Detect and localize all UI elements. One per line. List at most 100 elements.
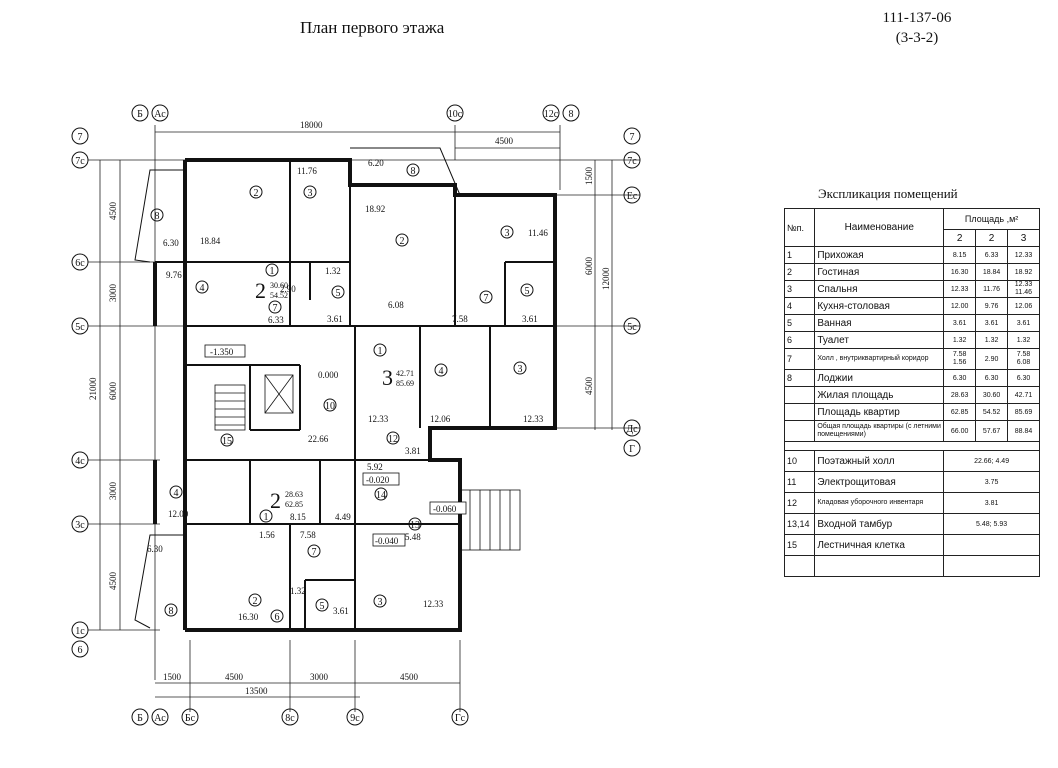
row-name: Поэтажный холл bbox=[814, 450, 945, 472]
row-value: 30.60 bbox=[975, 386, 1009, 404]
row-no: 7 bbox=[783, 348, 816, 370]
area-label: 4.49 bbox=[335, 512, 351, 522]
row-value: 3.61 bbox=[943, 314, 977, 332]
dim-bottom-2: 3000 bbox=[310, 672, 329, 682]
apartment-labels: 2 30.60 54.52 3 42.71 85.69 2 28.63 62.8… bbox=[255, 278, 414, 513]
row-value: 18.84 bbox=[975, 263, 1009, 281]
area-label: 3.81 bbox=[405, 446, 421, 456]
area-label: 12.33 bbox=[423, 599, 444, 609]
axis-bottom-2: Бс bbox=[185, 713, 196, 724]
axis-bottom-5: Гс bbox=[455, 713, 466, 724]
axis-left-1: 7с bbox=[75, 156, 85, 167]
room-number-markers: 2 3 8 2 3 8 4 1 7 5 7 5 1 4 3 10 15 12 4… bbox=[150, 163, 534, 623]
row-value: 88.84 bbox=[1007, 420, 1040, 442]
row-value: 6.33 bbox=[975, 246, 1009, 264]
axis-bottom-0: Б bbox=[137, 713, 143, 724]
row-name: Спальня bbox=[814, 280, 945, 298]
row-name: Ванная bbox=[814, 314, 945, 332]
room-area-labels: 6.30 18.84 11.76 6.20 18.92 11.46 9.76 2… bbox=[147, 158, 548, 622]
room-number: 10 bbox=[325, 401, 335, 412]
row-value: 5.48; 5.93 bbox=[943, 513, 1040, 535]
row-value: 11.76 bbox=[975, 280, 1009, 298]
row-no bbox=[783, 420, 816, 442]
table-header-no: №п. bbox=[783, 208, 816, 247]
area-label: 6.30 bbox=[163, 238, 179, 248]
exterior-walls bbox=[153, 158, 557, 632]
dim-right-2: 4500 bbox=[584, 377, 594, 396]
row-no: 1 bbox=[783, 246, 816, 264]
page-title: План первого этажа bbox=[300, 18, 445, 37]
axis-top-4: 8 bbox=[569, 109, 574, 120]
row-value: 2.90 bbox=[975, 348, 1009, 370]
row-value: 57.67 bbox=[975, 420, 1009, 442]
axis-top-1: Ас bbox=[154, 109, 166, 120]
row-name: Холл , внутриквартирный коридор bbox=[814, 348, 945, 370]
table-header-col: 2 bbox=[943, 229, 977, 247]
room-number: 6 bbox=[275, 612, 280, 623]
row-value: 3.81 bbox=[943, 492, 1040, 514]
axis-bottom-1: Ас bbox=[154, 713, 166, 724]
row-name: Входной тамбур bbox=[814, 513, 945, 535]
dim-left-1: 3000 bbox=[108, 284, 118, 303]
row-name: Туалет bbox=[814, 331, 945, 349]
document-code: 111-137-06 (3-3-2) bbox=[872, 8, 962, 48]
row-value: 6.30 bbox=[975, 369, 1009, 387]
dim-bottom-total: 13500 bbox=[245, 686, 268, 696]
room-number: 14 bbox=[376, 490, 386, 501]
table-header-name: Наименование bbox=[814, 208, 945, 247]
room-number: 1 bbox=[270, 266, 275, 277]
axis-left-0: 7 bbox=[78, 132, 83, 143]
row-name: Площадь квартир bbox=[814, 403, 945, 421]
area-label: 11.46 bbox=[528, 228, 548, 238]
area-label: 16.30 bbox=[238, 612, 259, 622]
row-value: 3.75 bbox=[943, 471, 1040, 493]
table-header-col: 2 bbox=[975, 229, 1009, 247]
room-number: 8 bbox=[169, 606, 174, 617]
row-value: 3.61 bbox=[1007, 314, 1040, 332]
row-value: 42.71 bbox=[1007, 386, 1040, 404]
axis-left-4: 4с bbox=[75, 456, 85, 467]
dim-bottom-0: 1500 bbox=[163, 672, 182, 682]
row-no: 4 bbox=[783, 297, 816, 315]
axis-markers: Б Ас 10с 12с 8 Б Ас Бс 8с 9с Гс 7 7с 6с … bbox=[71, 104, 641, 726]
row-name: Гостиная bbox=[814, 263, 945, 281]
area-label: 1.56 bbox=[259, 530, 275, 540]
axis-top-2: 10с bbox=[448, 109, 463, 120]
row-value: 12.33 bbox=[943, 280, 977, 298]
row-name: Лоджии bbox=[814, 369, 945, 387]
axis-left-3: 5с bbox=[75, 322, 85, 333]
row-value: 54.52 bbox=[975, 403, 1009, 421]
axis-left-2: 6с bbox=[75, 258, 85, 269]
dim-bottom-3: 4500 bbox=[400, 672, 419, 682]
row-no: 8 bbox=[783, 369, 816, 387]
area-label: 1.32 bbox=[325, 266, 341, 276]
room-number: 5 bbox=[336, 288, 341, 299]
area-label: 3.61 bbox=[327, 314, 343, 324]
room-number: 2 bbox=[253, 596, 258, 607]
row-no: 6 bbox=[783, 331, 816, 349]
row-no: 10 bbox=[783, 450, 816, 472]
row-value: 12.00 bbox=[943, 297, 977, 315]
row-value: 6.30 bbox=[943, 369, 977, 387]
table-row: Общая площадь квартиры (с летними помеще… bbox=[783, 420, 1040, 442]
level-label: 0.000 bbox=[318, 370, 339, 380]
row-no bbox=[783, 403, 816, 421]
axis-left-5: 3с bbox=[75, 520, 85, 531]
table-header-col: 3 bbox=[1007, 229, 1040, 247]
document-code-number: 111-137-06 bbox=[882, 10, 952, 26]
dimension-labels: 18000 4500 21000 4500 3000 6000 3000 450… bbox=[88, 120, 611, 696]
row-name: Жилая площадь bbox=[814, 386, 945, 404]
dim-bottom-1: 4500 bbox=[225, 672, 244, 682]
area-label: 11.76 bbox=[297, 166, 317, 176]
axis-top-0: Б bbox=[137, 109, 143, 120]
area-label: 18.92 bbox=[365, 204, 385, 214]
